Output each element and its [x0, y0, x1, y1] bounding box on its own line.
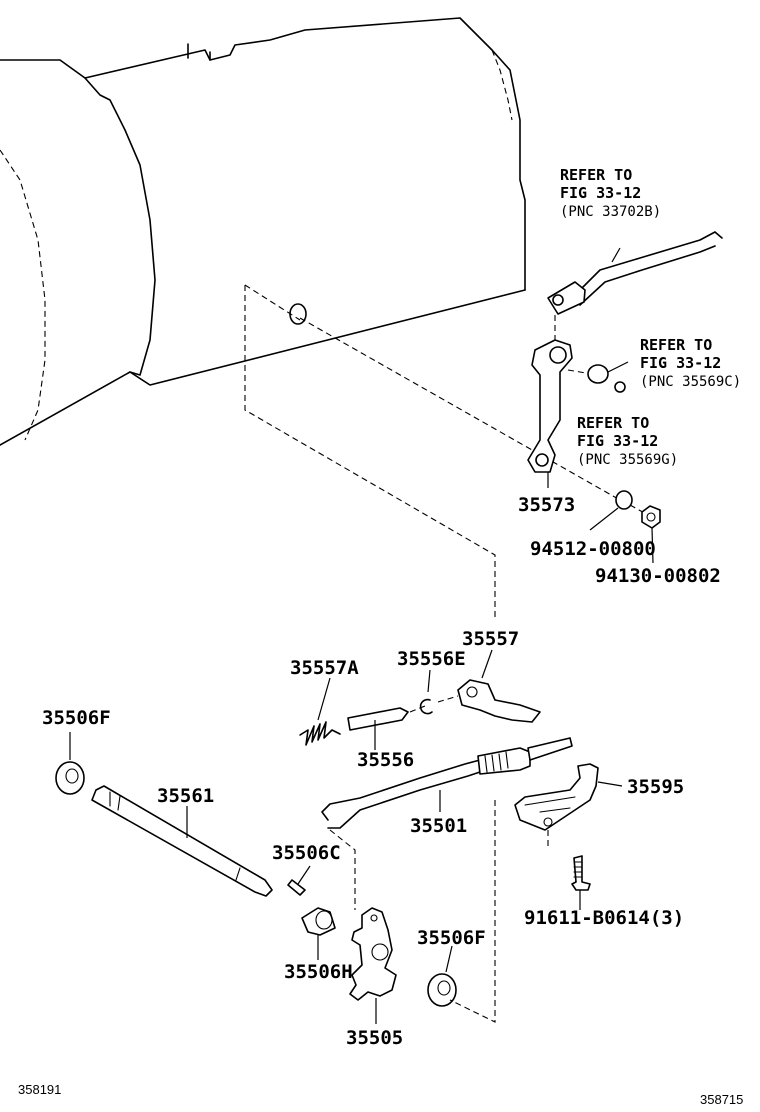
leader-35595: [597, 781, 623, 787]
label-35506C: 35506C: [272, 842, 341, 864]
spring-pin-35506C: [287, 879, 306, 896]
housing-boss: [289, 303, 307, 325]
label-35556E: 35556E: [397, 648, 466, 670]
shift-cable-35501: [321, 737, 573, 910]
label-35573: 35573: [518, 494, 575, 516]
label-35506F-left: 35506F: [42, 707, 111, 729]
leader-35557A: [317, 677, 331, 721]
bolt-91611: [571, 855, 591, 891]
leader-35506F-right: [445, 945, 453, 973]
refer-note-line1: REFER TO: [640, 336, 712, 354]
oil-seal-left: [55, 761, 85, 795]
refer-note-35569C: REFER TO FIG 33-12 (PNC 35569C): [640, 336, 741, 390]
leader-35556E: [427, 669, 431, 693]
label-35501: 35501: [410, 815, 467, 837]
leader-35557: [481, 649, 493, 679]
detent-lever-35505: [349, 907, 397, 1001]
control-shaft-lever: [527, 339, 573, 473]
leader-35569C: [607, 361, 629, 373]
shift-cable-upper: [547, 231, 723, 315]
label-35556: 35556: [357, 749, 414, 771]
label-35595: 35595: [627, 776, 684, 798]
transmission-housing: [0, 17, 526, 446]
spring-35557A: [299, 721, 341, 746]
bushing-part: [587, 364, 626, 393]
refer-note-35569G: REFER TO FIG 33-12 (PNC 35569G): [577, 414, 678, 468]
corner-code-left: 358191: [18, 1082, 61, 1097]
pin-35556: [347, 707, 409, 731]
refer-note-line2: FIG 33-12: [640, 354, 721, 372]
bushing-35506H: [301, 907, 336, 936]
refer-note-line3: (PNC 33702B): [560, 204, 661, 220]
refer-note-line2: FIG 33-12: [577, 432, 658, 450]
corner-code-right: 358715: [700, 1092, 743, 1107]
label-94130: 94130-00802: [595, 565, 721, 587]
label-35557A: 35557A: [290, 657, 359, 679]
label-35506F-right: 35506F: [417, 927, 486, 949]
label-91611: 91611-B0614(3): [524, 907, 684, 929]
bracket-35595: [514, 763, 599, 850]
washer-94512: [615, 490, 633, 510]
shaft-35561: [91, 785, 273, 897]
assembly-lines-upper: [244, 284, 649, 620]
label-35557: 35557: [462, 628, 519, 650]
leader-35506C: [297, 865, 311, 885]
leader-33702B: [611, 247, 621, 263]
assembly-line-lower: [449, 800, 496, 1023]
nut-94130: [641, 505, 661, 529]
leader-94512: [589, 507, 619, 531]
refer-note-line1: REFER TO: [560, 166, 632, 184]
refer-note-line2: FIG 33-12: [560, 184, 641, 202]
leader-94130: [651, 527, 654, 564]
label-94512: 94512-00800: [530, 538, 656, 560]
label-35506H: 35506H: [284, 961, 353, 983]
refer-note-line1: REFER TO: [577, 414, 649, 432]
refer-note-line3: (PNC 35569G): [577, 452, 678, 468]
refer-note-33702B: REFER TO FIG 33-12 (PNC 33702B): [560, 166, 661, 220]
refer-note-line3: (PNC 35569C): [640, 374, 741, 390]
lever-35557: [457, 679, 541, 723]
oil-seal-right: [427, 973, 457, 1007]
label-35505: 35505: [346, 1027, 403, 1049]
label-35561: 35561: [157, 785, 214, 807]
